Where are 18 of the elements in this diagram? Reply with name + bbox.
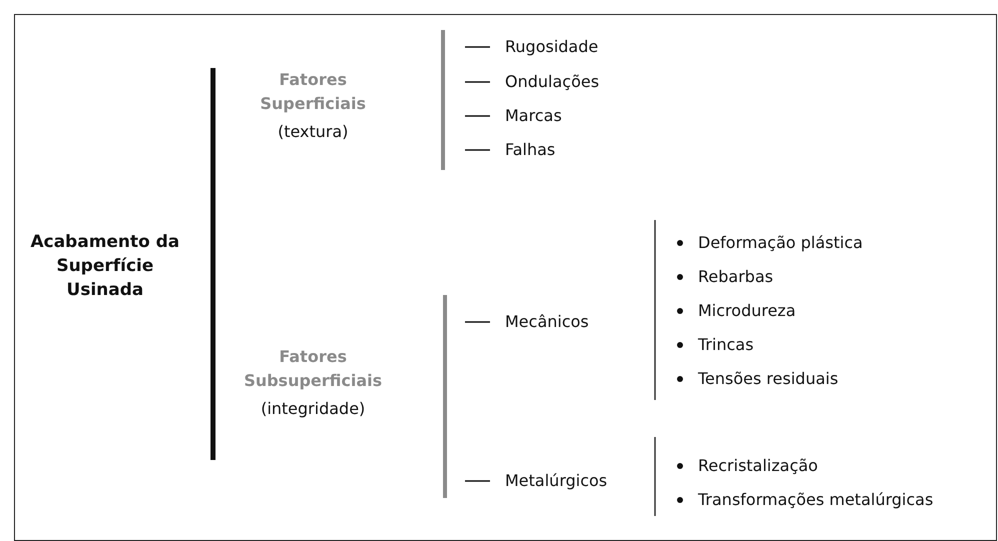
list-item-label: Trincas: [698, 333, 754, 357]
list-item-label: Microdureza: [698, 299, 796, 323]
category-title: Fatores Superficiais: [259, 69, 367, 115]
list-item-label: Marcas: [505, 104, 562, 128]
list-item-label: Recristalização: [698, 454, 818, 478]
category-subtitle: (textura): [276, 121, 350, 143]
category-subtitle: (integridade): [260, 398, 366, 420]
category-title: Fatores Subsuperficiais: [242, 346, 384, 392]
list-item-label: Tensões residuais: [698, 367, 838, 391]
root-label: Acabamento da Superfície Usinada: [30, 230, 180, 302]
list-item-label: Ondulações: [505, 70, 600, 94]
list-item-label: Rebarbas: [698, 265, 774, 289]
list-item-label: Falhas: [505, 138, 556, 162]
list-item-label: Mecânicos: [505, 310, 589, 334]
list-item-label: Transformações metalúrgicas: [698, 488, 934, 512]
list-item-label: Deformação plástica: [698, 231, 863, 255]
list-item-label: Metalúrgicos: [505, 469, 608, 493]
list-item-label: Rugosidade: [505, 35, 598, 59]
